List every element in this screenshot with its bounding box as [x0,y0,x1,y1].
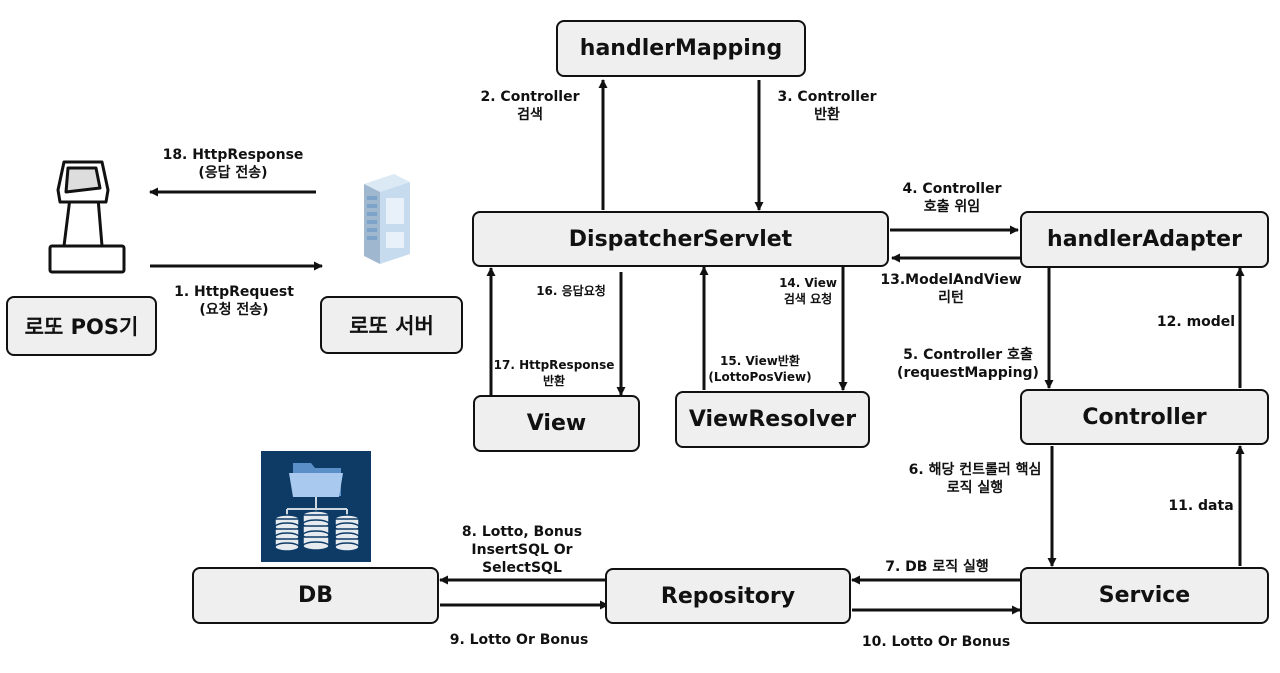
service-box: Service [1020,567,1269,624]
label-step-15: 15. View반환(LottoPosView) [708,354,812,384]
view-resolver-box: ViewResolver [675,391,870,448]
label-step-9: 9. Lotto Or Bonus [449,632,589,648]
handler-adapter-label: handlerAdapter [1047,227,1242,252]
label-step-10: 10. Lotto Or Bonus [861,634,1011,650]
dispatcher-servlet-label: DispatcherServlet [568,226,793,252]
lotto-pos-box: 로또 POS기 [6,296,157,356]
db-box: DB [192,567,439,624]
label-step-18: 18. HttpResponse(응답 전송) [162,147,304,182]
view-box: View [473,395,640,452]
database-folder-icon [261,451,371,562]
handler-mapping-label: handlerMapping [579,36,783,61]
lotto-server-box: 로또 서버 [320,296,463,354]
handler-mapping-box: handlerMapping [556,20,806,77]
controller-box: Controller [1020,389,1269,445]
service-label: Service [1098,583,1191,608]
db-label: DB [297,583,334,608]
repository-box: Repository [605,568,851,624]
controller-label: Controller [1082,404,1207,430]
repository-label: Repository [660,583,796,609]
dispatcher-servlet-box: DispatcherServlet [472,211,889,267]
label-step-1: 1. HttpRequest(요청 전송) [174,284,294,319]
label-step-16: 16. 응답요청 [536,284,606,298]
server-rack-icon [364,174,410,264]
label-step-7: 7. DB 로직 실행 [885,559,989,575]
lotto-server-label: 로또 서버 [349,314,434,338]
label-step-11: 11. data [1168,498,1234,514]
handler-adapter-box: handlerAdapter [1020,211,1269,268]
lotto-pos-label: 로또 POS기 [24,315,139,339]
view-label: View [526,411,587,436]
label-step-12: 12. model [1156,314,1236,330]
label-step-5: 5. Controller 호출(requestMapping) [897,347,1039,382]
view-resolver-label: ViewResolver [688,407,857,432]
kiosk-terminal-icon [48,160,126,274]
